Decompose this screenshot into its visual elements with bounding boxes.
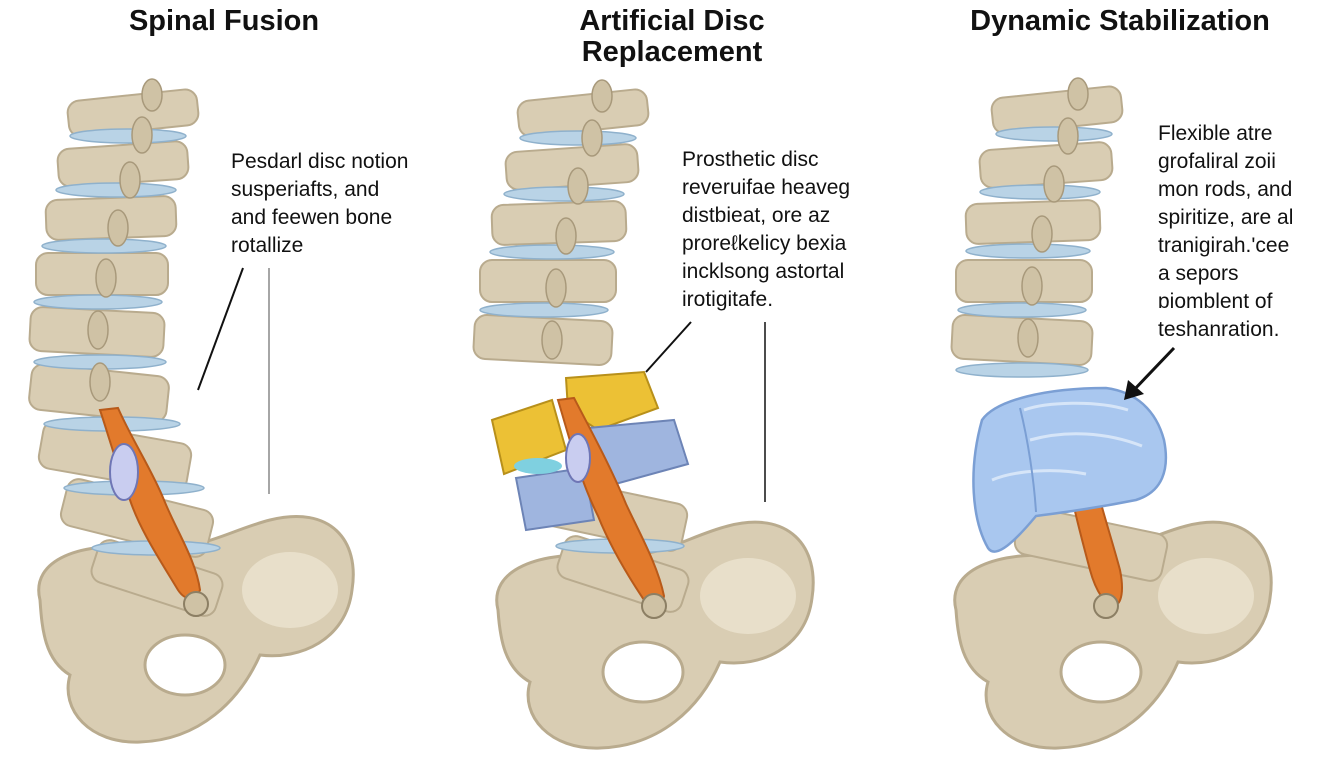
pointer-line — [198, 268, 243, 390]
panel-spinal-fusion: Spinal Fusion Pesdarl disc notion susper… — [0, 0, 448, 768]
pelvis — [497, 522, 813, 748]
caption-line: distbieat, ore az — [682, 202, 850, 230]
screw — [1094, 594, 1118, 618]
panel-title: Spinal Fusion — [0, 6, 448, 37]
caption-line: irotigitafe. — [682, 286, 850, 314]
caption-line: teshanration. — [1158, 316, 1293, 344]
arrow-icon — [1124, 348, 1174, 400]
caption-line: tranigirah.'cee — [1158, 232, 1293, 260]
panel-caption: Flexible atre grofaliral zoii mon rods, … — [1158, 120, 1293, 344]
panel-caption: Prosthetic disc reveruifae heaveg distbi… — [682, 146, 850, 314]
spine-illustration-fusion — [0, 0, 448, 768]
pointer-line — [646, 322, 691, 372]
panel-title-line: Dynamic Stabilization — [970, 5, 1270, 37]
caption-line: reveruifae heaveg — [682, 174, 850, 202]
panel-title: Artificial Disc Replacement — [448, 6, 896, 68]
panel-caption: Pesdarl disc notion susperiafts, and and… — [231, 148, 408, 260]
panel-dynamic-stabilization: Dynamic Stabilization Flexible atre grof… — [896, 0, 1344, 768]
caption-line: mon rods, and — [1158, 176, 1293, 204]
vertebrae — [473, 88, 692, 615]
panel-title-line: Replacement — [448, 37, 896, 68]
caption-line: spiritize, are al — [1158, 204, 1293, 232]
spine-illustration-dynamic-stabilization — [896, 0, 1344, 768]
caption-line: grofaliral zoii — [1158, 148, 1293, 176]
caption-line: and feewen bone — [231, 204, 408, 232]
panel-title-line: Spinal Fusion — [129, 5, 319, 37]
nerve-graft — [566, 434, 590, 482]
caption-line: ɒiomblent of — [1158, 288, 1293, 316]
spine-illustration-disc-replacement — [448, 0, 896, 768]
caption-line: proreℓkelicy bexia — [682, 230, 850, 258]
caption-line: susperiafts, and — [231, 176, 408, 204]
panel-title-line: Artificial Disc — [448, 6, 896, 37]
screw — [184, 592, 208, 616]
caption-line: Flexible atre — [1158, 120, 1293, 148]
fusion-graft — [110, 444, 138, 500]
caption-line: incklsong astortal — [682, 258, 850, 286]
screw — [642, 594, 666, 618]
caption-line: Prosthetic disc — [682, 146, 850, 174]
caption-line: rotallize — [231, 232, 408, 260]
panel-artificial-disc-replacement: Artificial Disc Replacement Prosthetic d… — [448, 0, 896, 768]
caption-line: Pesdarl disc notion — [231, 148, 408, 176]
caption-line: a sepors — [1158, 260, 1293, 288]
panel-title: Dynamic Stabilization — [896, 6, 1344, 37]
